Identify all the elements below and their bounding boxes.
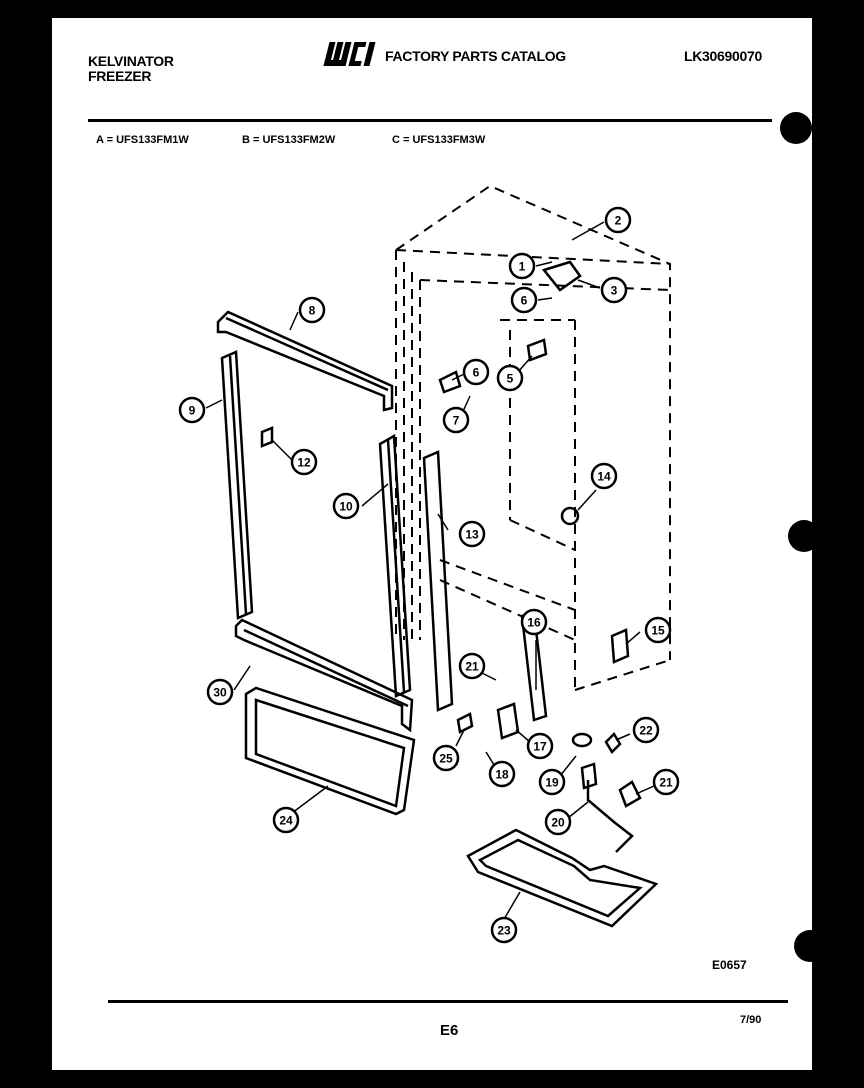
product-name: FREEZER (88, 68, 152, 84)
callout-label: 18 (495, 768, 509, 782)
callout-circle (290, 448, 318, 476)
callout-circle (604, 206, 632, 234)
callout-label: 12 (297, 456, 311, 470)
callout-label: 21 (659, 776, 673, 790)
page-number: E6 (440, 1022, 459, 1039)
callout-label: 16 (527, 616, 541, 630)
callout-circle (520, 608, 548, 636)
callout-label: 22 (639, 724, 653, 738)
callout-circle (526, 732, 554, 760)
figure-code: E0657 (712, 958, 747, 972)
callout-circle (442, 406, 470, 434)
callout-circle (458, 652, 486, 680)
header-rule (88, 119, 772, 122)
callout-circle (600, 276, 628, 304)
callout-circle (488, 760, 516, 788)
revision-date: 7/90 (740, 1014, 762, 1026)
wci-logo (323, 42, 376, 66)
callout-circle (458, 520, 486, 548)
binder-hole-top (780, 112, 812, 144)
footer-rule (108, 1000, 788, 1003)
callout-circle (644, 616, 672, 644)
callout-label: 6 (473, 366, 480, 380)
callout-circle (544, 808, 572, 836)
callout-label: 17 (533, 740, 547, 754)
callout-label: 30 (213, 686, 227, 700)
callout-circle (538, 768, 566, 796)
callout-label: 7 (453, 414, 460, 428)
callout-label: 13 (465, 528, 479, 542)
callout-circle (272, 806, 300, 834)
callout-circle (332, 492, 360, 520)
binder-hole-bottom (794, 930, 826, 962)
callout-label: 25 (439, 752, 453, 766)
callout-label: 8 (309, 304, 316, 318)
catalog-number: LK30690070 (684, 48, 762, 64)
callout-circle (462, 358, 490, 386)
callout-circle (508, 252, 536, 280)
callout-circle (632, 716, 660, 744)
callout-label: 10 (339, 500, 353, 514)
callout-label: 9 (189, 404, 196, 418)
callout-circle (206, 678, 234, 706)
brand-name: KELVINATOR (88, 53, 174, 69)
callout-circle (652, 768, 680, 796)
callout-circle (298, 296, 326, 324)
callout-label: 14 (597, 470, 611, 484)
binder-hole-middle (788, 520, 820, 552)
callout-label: 21 (465, 660, 479, 674)
model-a: A = UFS133FM1W (96, 134, 189, 146)
callout-circle (590, 462, 618, 490)
model-c: C = UFS133FM3W (392, 134, 486, 146)
callout-label: 3 (611, 284, 618, 298)
callout-label: 19 (545, 776, 559, 790)
callout-circle (178, 396, 206, 424)
callout-circle (510, 286, 538, 314)
callout-label: 1 (519, 260, 526, 274)
callout-label: 24 (279, 814, 293, 828)
model-b: B = UFS133FM2W (242, 134, 336, 146)
callout-label: 2 (615, 214, 622, 228)
callout-label: 5 (507, 372, 514, 386)
brand-block: KELVINATOR FREEZER (88, 54, 174, 84)
callout-circle (490, 916, 518, 944)
callout-label: 20 (551, 816, 565, 830)
callout-label: 15 (651, 624, 665, 638)
catalog-title: FACTORY PARTS CATALOG (385, 48, 566, 64)
callout-label: 6 (521, 294, 528, 308)
catalog-page: KELVINATOR FREEZER FACTORY PARTS CATALOG… (52, 18, 826, 1070)
callout-label: 23 (497, 924, 511, 938)
callout-circle (432, 744, 460, 772)
callout-circle (496, 364, 524, 392)
